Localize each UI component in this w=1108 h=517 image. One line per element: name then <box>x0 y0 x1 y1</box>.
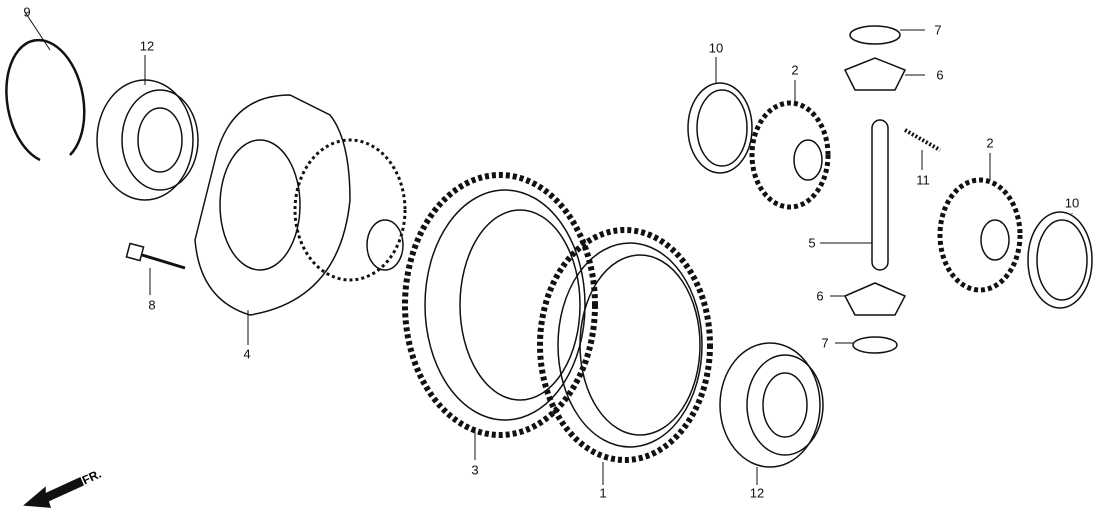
callout-5: 5 <box>808 235 816 251</box>
callout-1: 1 <box>599 485 607 501</box>
callout-7-bottom: 7 <box>821 335 829 351</box>
bearing-bottom <box>719 342 824 485</box>
callout-6-bottom: 6 <box>816 288 824 304</box>
gear-1 <box>537 227 713 485</box>
thrust-washer-left <box>687 57 753 174</box>
callout-11: 11 <box>916 172 930 188</box>
callout-4: 4 <box>243 346 251 362</box>
thrust-washer-right <box>1027 211 1093 309</box>
gear-3 <box>402 172 598 460</box>
callout-10-right: 10 <box>1064 195 1080 211</box>
front-direction-arrow <box>23 476 84 508</box>
callout-12-bottom: 12 <box>749 485 765 501</box>
callout-12-top: 12 <box>139 38 155 54</box>
pinion-washer-top <box>849 25 925 45</box>
callout-2-right: 2 <box>986 135 994 151</box>
pin <box>904 128 941 170</box>
callout-3: 3 <box>471 462 479 478</box>
callout-10-left: 10 <box>708 40 724 56</box>
callout-2-left: 2 <box>791 62 799 78</box>
pinion-washer-bottom <box>835 336 898 354</box>
side-gear-left <box>749 80 831 210</box>
callout-7-top: 7 <box>934 22 942 38</box>
side-gear-right <box>937 153 1023 293</box>
bearing-top <box>96 55 199 201</box>
pinion-shaft <box>820 119 889 271</box>
callout-9: 9 <box>23 4 31 20</box>
snap-ring <box>5 11 86 162</box>
differential-carrier <box>194 94 407 345</box>
bolt <box>125 242 186 295</box>
pinion-gear-top <box>843 57 925 91</box>
pinion-gear-bottom <box>830 282 907 316</box>
callout-6-top: 6 <box>936 67 944 83</box>
callout-8: 8 <box>148 297 156 313</box>
